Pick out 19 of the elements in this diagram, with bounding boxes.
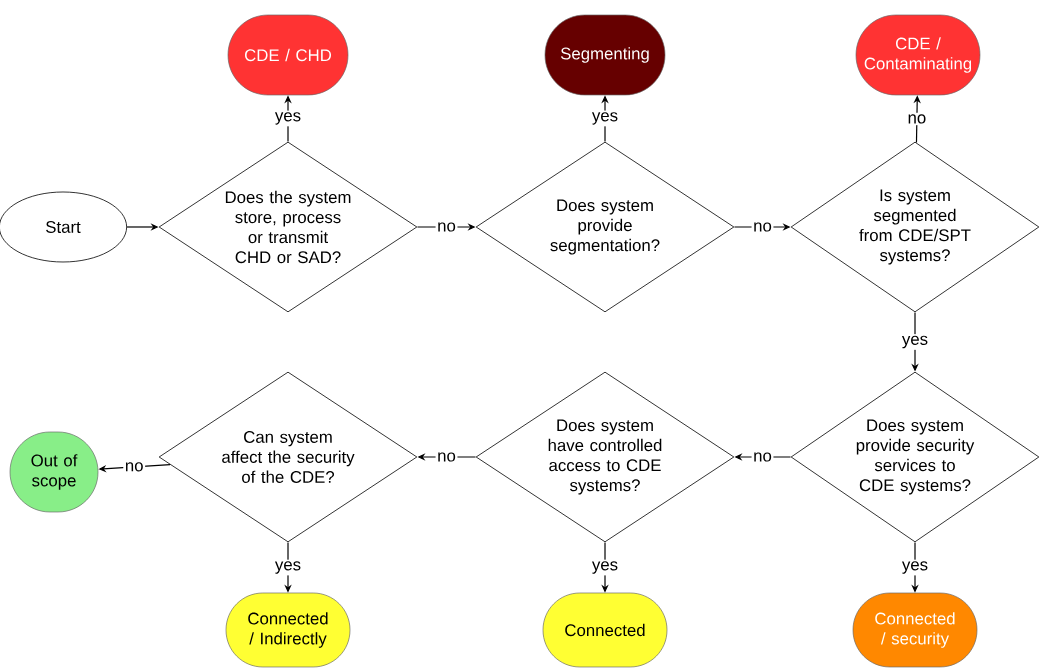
edge-label: no [435,450,458,464]
outcome-box: Out of scope [9,431,99,513]
outcome-box: CDE / CHD [227,14,349,96]
outcome-box: Connected [542,592,668,668]
edge-label: yes [273,559,303,576]
edge-label: no [905,112,928,126]
outcome-box: Connected / Indirectly [225,592,351,668]
edge-label: no [123,460,146,474]
edge-label: no [751,220,774,234]
edge-label: yes [273,110,303,127]
edge-label: no [435,220,458,234]
edge-label: yes [900,559,930,576]
outcome-box: Segmenting [544,14,666,96]
outcome-box: CDE / Contaminating [855,14,981,96]
edge-label: yes [900,334,930,350]
edge-label: no [751,450,774,464]
edge-label: yes [590,110,620,127]
edge-label: yes [590,559,620,576]
outcome-box: Connected / security [852,592,978,668]
